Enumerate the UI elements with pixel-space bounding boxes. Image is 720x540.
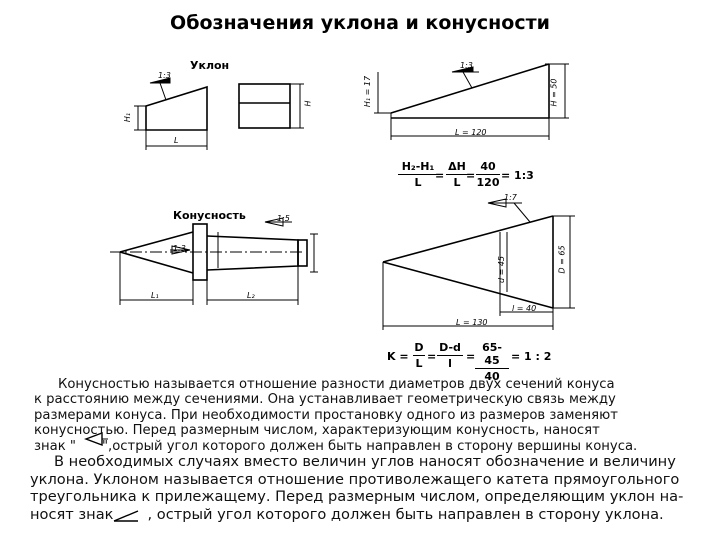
paragraph-taper: Конусностью называется отношение разност… <box>34 377 638 454</box>
taper-right-l: L = 130 <box>456 318 488 327</box>
slope-triangle-drawing <box>374 63 569 140</box>
page-title: Обозначения уклона и конусности <box>170 12 550 34</box>
taper-right-l1: l = 40 <box>512 304 537 313</box>
slope-sign-icon <box>113 510 139 522</box>
taper-prefix: K = <box>387 350 409 363</box>
slope-right-h: H = 50 <box>549 78 559 107</box>
taper-right-marker: 1:7 <box>504 193 517 202</box>
taper-l1: L₁ <box>151 291 159 300</box>
slope-projection-drawing <box>238 83 304 129</box>
taper-sign-icon <box>84 431 108 447</box>
slope-label: Уклон <box>190 59 230 72</box>
taper-right-d2: d = 45 <box>497 255 507 284</box>
taper-result: = 1 : 2 <box>511 350 552 363</box>
taper-cone-drawing <box>110 217 318 305</box>
slope-wedge-drawing <box>134 77 208 150</box>
slope-right-h1: H₁ = 17 <box>363 75 373 108</box>
slope-right-marker: 1:3 <box>460 61 473 70</box>
taper-right-d: D = 65 <box>557 245 567 274</box>
slope-left-h1: H₁ <box>123 112 133 123</box>
paragraph-slope: В необходимых случаях вместо величин угл… <box>30 453 684 523</box>
slope-left-l: L <box>174 136 179 145</box>
taper-marker-1: 1:3 <box>173 244 186 253</box>
taper-triangle-drawing <box>382 198 575 330</box>
taper-marker-2: 1:5 <box>277 214 290 223</box>
taper-label: Конусность <box>173 209 246 222</box>
slope-right-l: L = 120 <box>455 128 487 137</box>
slope-left-h2: H <box>303 100 313 107</box>
slope-result: = 1:3 <box>501 169 534 182</box>
slope-left-marker: 1:3 <box>158 71 171 80</box>
taper-l2: L₂ <box>247 291 255 300</box>
